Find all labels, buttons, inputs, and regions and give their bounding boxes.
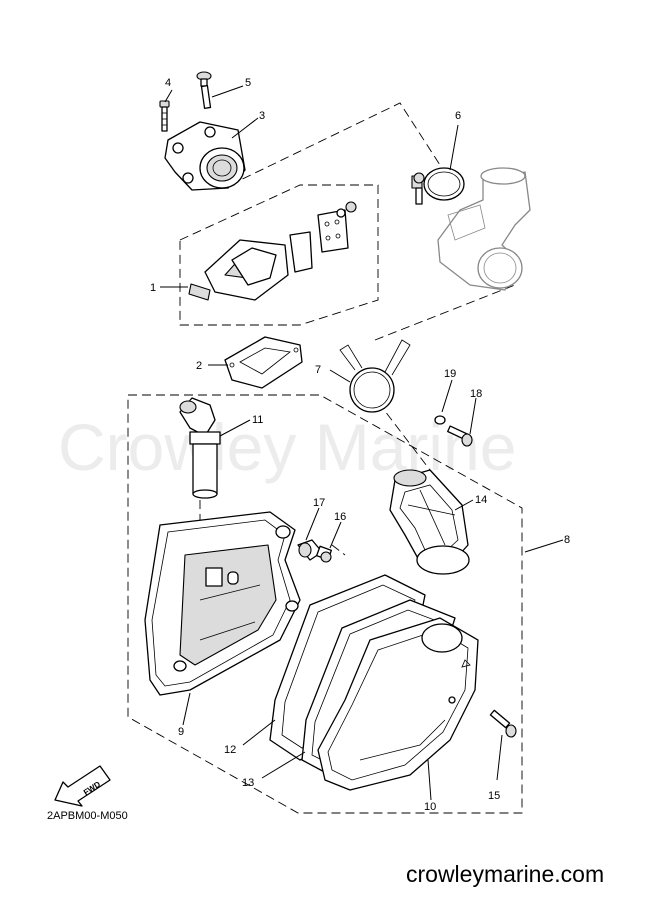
screw-part-5 — [196, 71, 212, 109]
label-16: 16 — [334, 511, 346, 523]
intake-duct-part — [179, 397, 221, 499]
bolt-part-18 — [447, 425, 473, 447]
carburetor-joint — [437, 167, 531, 291]
gasket-part — [224, 336, 303, 389]
band-clip-part — [339, 339, 411, 413]
intake-joint-part — [164, 121, 246, 191]
hose-clamp-part — [411, 167, 465, 205]
label-15: 15 — [488, 790, 500, 802]
part-number-labels: 1 2 3 4 5 6 7 8 9 10 11 12 13 14 15 16 1… — [150, 77, 570, 813]
watermark-text: Crowley Marine — [58, 410, 516, 484]
footer-url: crowleymarine.com — [406, 861, 604, 887]
label-12: 12 — [224, 744, 236, 756]
label-4: 4 — [165, 77, 171, 89]
group-outline-air-filter — [127, 394, 523, 814]
washer-part-19 — [434, 415, 446, 425]
label-1: 1 — [150, 282, 156, 294]
label-9: 9 — [178, 726, 184, 738]
drawing-code: 2APBM00-M050 — [47, 810, 128, 822]
label-19: 19 — [444, 368, 456, 380]
label-13: 13 — [242, 777, 254, 789]
label-18: 18 — [470, 388, 482, 400]
label-11: 11 — [252, 414, 263, 426]
label-14: 14 — [475, 494, 487, 506]
label-8: 8 — [564, 534, 570, 546]
reed-valve-assembly-part — [188, 201, 357, 301]
label-17: 17 — [313, 497, 325, 509]
grommet-part-16 — [316, 545, 332, 563]
air-joint-part — [389, 469, 470, 575]
group-outline-reed-valve — [179, 184, 379, 326]
label-3: 3 — [259, 110, 265, 122]
air-filter-case-part — [144, 511, 301, 696]
assembly-lines — [199, 102, 516, 556]
case-cap-part — [317, 617, 479, 791]
label-2: 2 — [196, 360, 202, 372]
fwd-arrow-icon: FWD — [54, 765, 111, 807]
screw-part-15 — [489, 709, 517, 738]
leader-lines — [160, 85, 564, 801]
label-5: 5 — [245, 77, 251, 89]
label-6: 6 — [455, 110, 461, 122]
bolt-part-4 — [159, 100, 170, 132]
label-10: 10 — [424, 801, 436, 813]
label-7: 7 — [315, 364, 321, 376]
